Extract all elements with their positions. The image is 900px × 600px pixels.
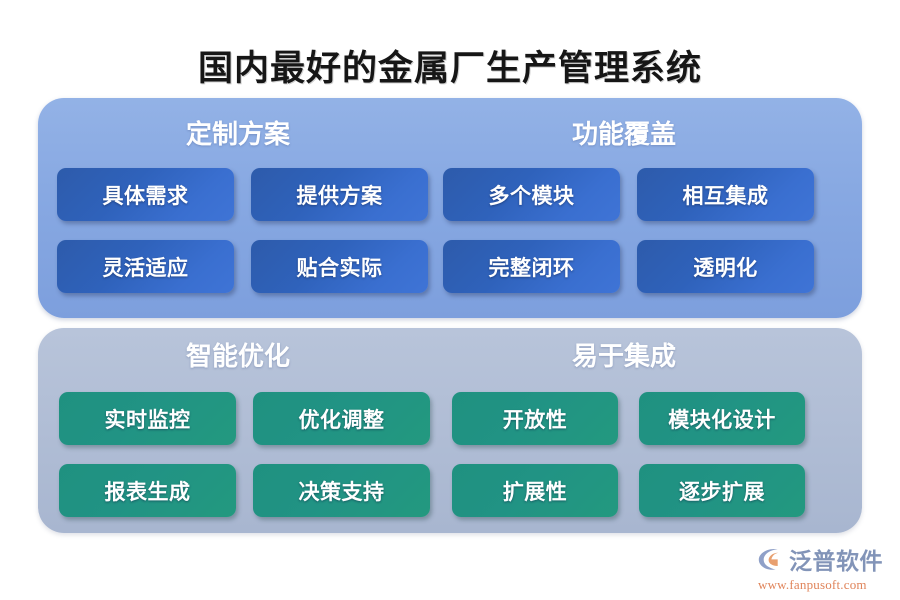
- brand-logo: 泛普软件 www.fanpusoft.com: [756, 542, 894, 592]
- chip-modular-design[interactable]: 模块化设计: [639, 392, 805, 445]
- chip-transparency[interactable]: 透明化: [637, 240, 814, 293]
- quadrant-heading-smart-optimization: 智能优化: [185, 342, 290, 371]
- chip-report-generation[interactable]: 报表生成: [59, 464, 236, 517]
- brand-logo-row: 泛普软件: [756, 542, 894, 576]
- chip-mutual-integration[interactable]: 相互集成: [637, 168, 814, 221]
- chip-provide-plan[interactable]: 提供方案: [251, 168, 428, 221]
- chip-complete-closed-loop[interactable]: 完整闭环: [443, 240, 620, 293]
- chip-optimization-adjustment[interactable]: 优化调整: [253, 392, 430, 445]
- chip-grid-easy-integration: 开放性 模块化设计 扩展性 逐步扩展: [452, 392, 805, 517]
- chip-grid-custom-plan: 具体需求 提供方案 灵活适应 贴合实际: [57, 168, 428, 293]
- chip-specific-requirements[interactable]: 具体需求: [57, 168, 234, 221]
- chip-multiple-modules[interactable]: 多个模块: [443, 168, 620, 221]
- chip-scalability[interactable]: 扩展性: [452, 464, 618, 517]
- chip-flexible-adaptation[interactable]: 灵活适应: [57, 240, 234, 293]
- brand-name: 泛普软件: [789, 549, 883, 574]
- quadrant-heading-easy-integration: 易于集成: [571, 342, 676, 371]
- chip-decision-support[interactable]: 决策支持: [253, 464, 430, 517]
- chip-gradual-expansion[interactable]: 逐步扩展: [639, 464, 805, 517]
- page-title: 国内最好的金属厂生产管理系统: [197, 49, 702, 88]
- chip-grid-smart-optimization: 实时监控 优化调整 报表生成 决策支持: [59, 392, 430, 517]
- chip-openness[interactable]: 开放性: [452, 392, 618, 445]
- quadrant-heading-custom-plan: 定制方案: [185, 120, 290, 149]
- chip-realtime-monitoring[interactable]: 实时监控: [59, 392, 236, 445]
- chip-grid-function-coverage: 多个模块 相互集成 完整闭环 透明化: [443, 168, 814, 293]
- brand-url: www.fanpusoft.com: [758, 577, 867, 592]
- quadrant-heading-function-coverage: 功能覆盖: [571, 120, 676, 149]
- fanpu-swoosh-icon: [758, 548, 779, 570]
- chip-fit-reality[interactable]: 贴合实际: [251, 240, 428, 293]
